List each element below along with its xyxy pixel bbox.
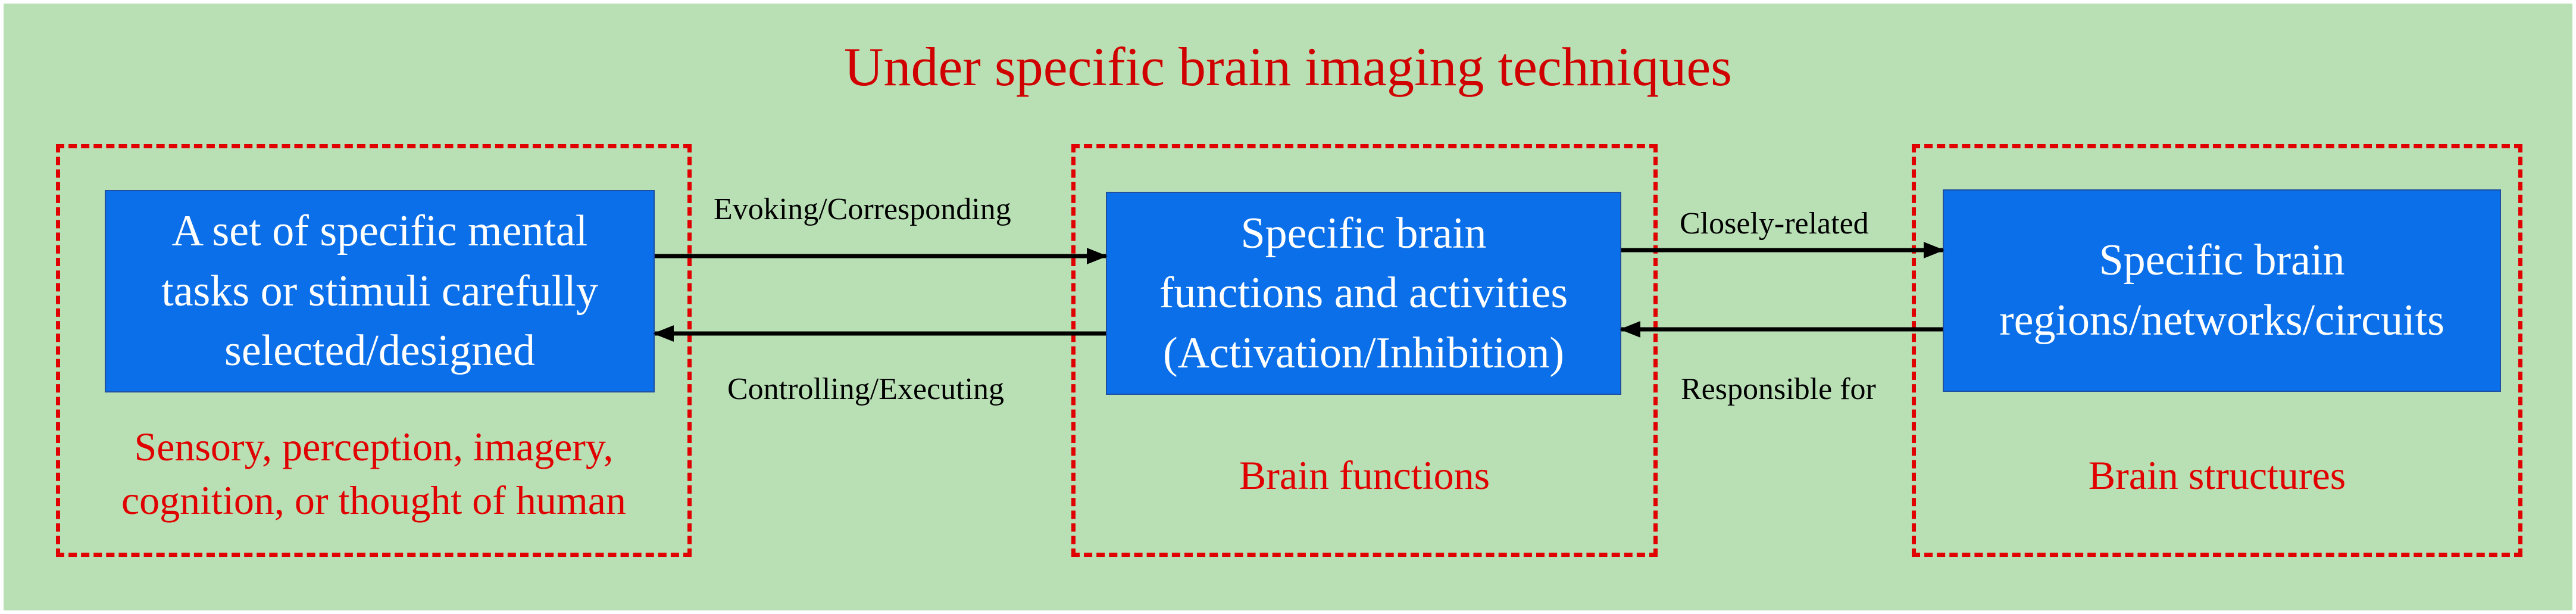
group-mental-tasks (56, 144, 692, 557)
box-brain-structures-line-1: Specific brain (2099, 236, 2345, 285)
label-evoking: Evoking/Corresponding (714, 192, 1011, 226)
caption-brain-structures-line-1: Brain structures (2088, 453, 2346, 498)
arrows-layer (653, 242, 1944, 342)
caption-human-cognition-line-2: cognition, or thought of human (121, 477, 626, 523)
box-mental-tasks-line-3: selected/designed (224, 326, 535, 376)
box-mental-tasks-line-1: A set of specific mental (171, 207, 588, 256)
diagram-canvas: Under specific brain imaging techniques … (4, 4, 2572, 610)
box-brain-functions-line-3: (Activation/Inhibition) (1162, 328, 1565, 378)
group-brain-structures (1912, 144, 2522, 557)
box-brain-functions: Specific brain functions and activities … (1106, 192, 1621, 395)
box-brain-structures: Specific brain regions/networks/circuits (1943, 189, 2501, 392)
diagram-title: Under specific brain imaging techniques (844, 36, 1732, 97)
label-responsible: Responsible for (1681, 372, 1876, 406)
box-mental-tasks-line-2: tasks or stimuli carefully (161, 266, 598, 316)
box-brain-structures-line-2: regions/networks/circuits (1999, 296, 2445, 345)
caption-human-cognition-line-1: Sensory, perception, imagery, (134, 424, 614, 469)
box-mental-tasks: A set of specific mental tasks or stimul… (105, 190, 655, 392)
box-brain-functions-line-1: Specific brain (1240, 208, 1487, 258)
label-controlling: Controlling/Executing (727, 372, 1005, 406)
caption-brain-functions-line-1: Brain functions (1239, 453, 1490, 498)
caption-brain-functions: Brain functions (1071, 449, 1658, 503)
group-brain-functions (1071, 144, 1658, 557)
box-brain-functions-line-2: functions and activities (1159, 269, 1568, 318)
caption-brain-structures: Brain structures (1912, 449, 2522, 503)
caption-human-cognition: Sensory, perception, imagery, cognition,… (63, 420, 684, 528)
label-closely-related: Closely-related (1680, 207, 1869, 241)
